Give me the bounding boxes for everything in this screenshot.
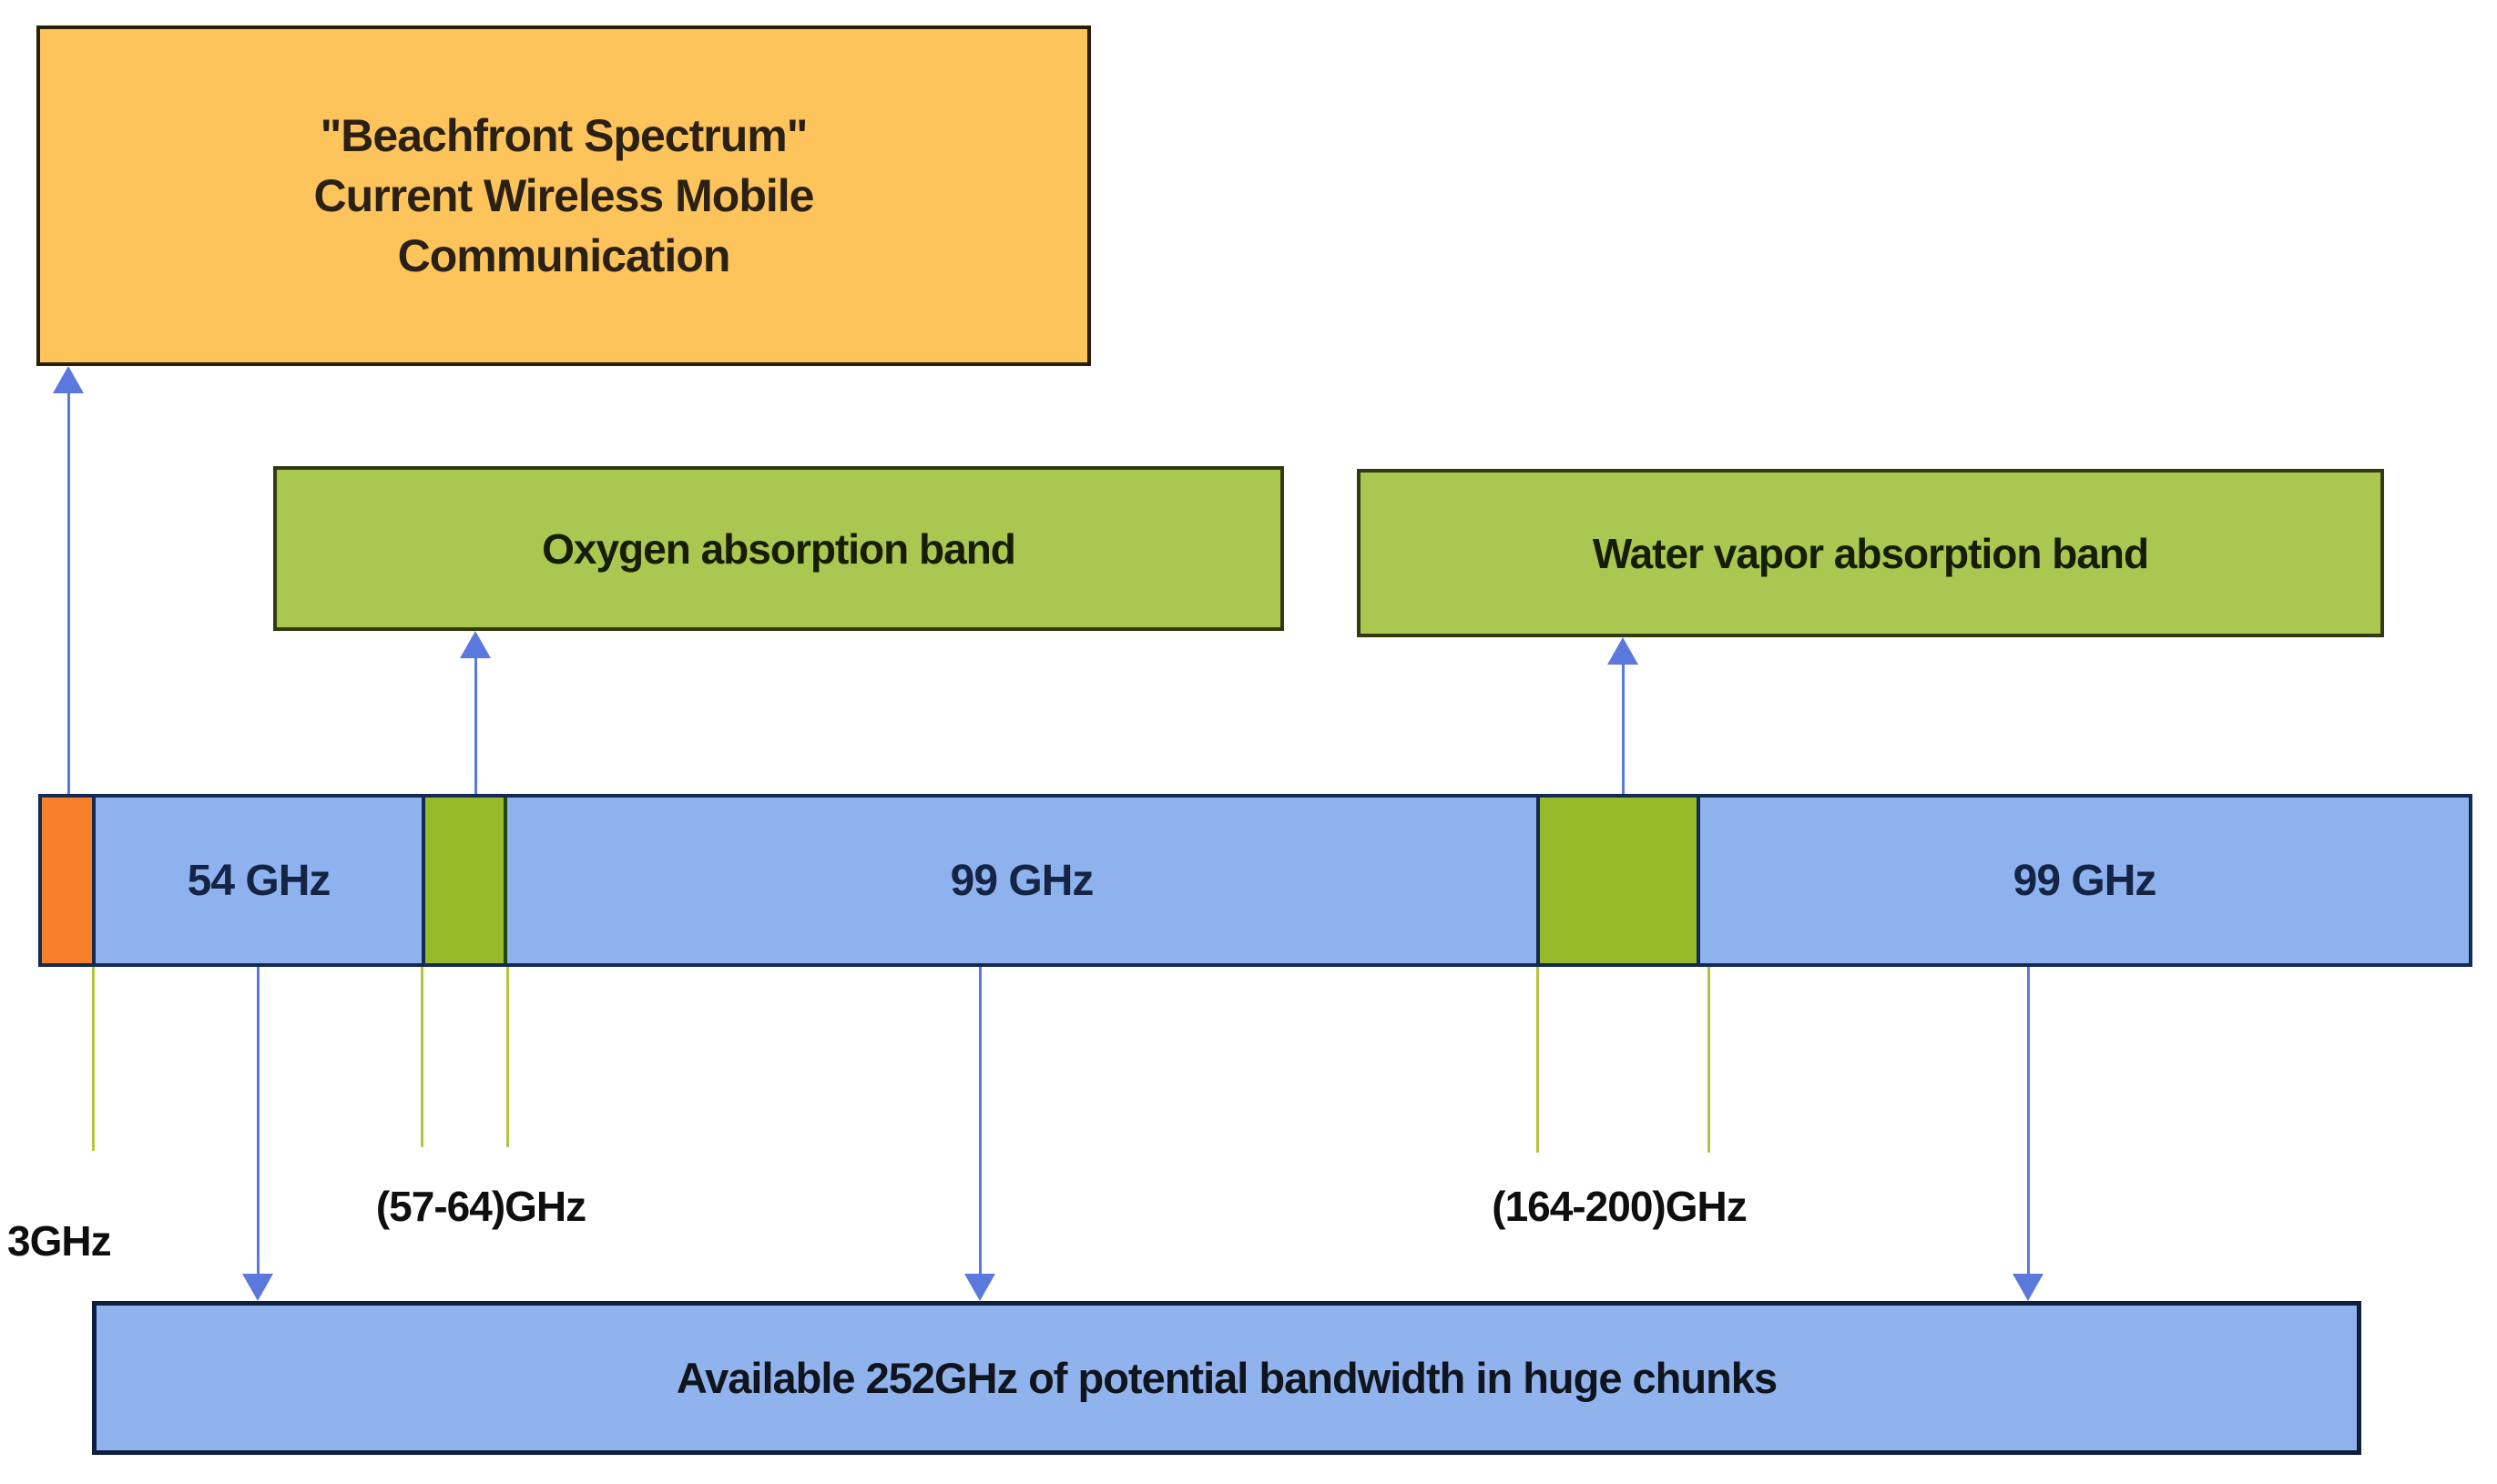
available-bandwidth-label: Available 252GHz of potential bandwidth … <box>676 1354 1778 1402</box>
tick-line-57ghz <box>421 967 423 1147</box>
tick-line-3ghz <box>92 967 95 1151</box>
spectrum-segment-water-band <box>1536 798 1700 963</box>
arrow-down-icon <box>2013 1274 2043 1301</box>
arrow-line-to-oxygen-box <box>474 652 477 794</box>
segment-label-99ghz-right: 99 GHz <box>2013 856 2157 905</box>
arrow-up-icon <box>460 631 491 658</box>
arrow-line-54ghz-down <box>257 967 260 1277</box>
water-vapor-absorption-box: Water vapor absorption band <box>1357 469 2384 637</box>
spectrum-segment-oxygen-band <box>422 798 507 963</box>
segment-label-54ghz: 54 GHz <box>187 856 331 905</box>
arrow-line-99ghz-middle-down <box>979 967 982 1277</box>
oxygen-absorption-label: Oxygen absorption band <box>542 524 1016 573</box>
beachfront-spectrum-box: "Beachfront Spectrum" Current Wireless M… <box>36 25 1091 366</box>
arrow-line-to-water-box <box>1622 658 1625 794</box>
freq-label-3ghz: 3GHz <box>7 1217 112 1265</box>
tick-line-200ghz <box>1707 967 1710 1153</box>
oxygen-absorption-box: Oxygen absorption band <box>273 466 1284 631</box>
spectrum-bar: 54 GHz 99 GHz 99 GHz <box>38 794 2472 967</box>
freq-label-164-200ghz: (164-200)GHz <box>1492 1183 1747 1230</box>
title-line-1: "Beachfront Spectrum" <box>320 110 809 161</box>
spectrum-segment-occupied <box>42 798 96 963</box>
arrow-line-99ghz-right-down <box>2027 967 2030 1277</box>
title-line-3: Communication <box>397 230 731 281</box>
arrow-up-icon <box>53 366 84 393</box>
arrow-down-icon <box>242 1274 273 1301</box>
arrow-up-icon <box>1607 637 1638 665</box>
water-vapor-absorption-label: Water vapor absorption band <box>1592 529 2149 577</box>
segment-label-99ghz-middle: 99 GHz <box>950 856 1095 905</box>
arrow-down-icon <box>964 1274 995 1301</box>
freq-label-57-64ghz: (57-64)GHz <box>375 1183 586 1230</box>
tick-line-64ghz <box>506 967 509 1147</box>
arrow-line-to-title-box <box>67 387 70 794</box>
tick-line-164ghz <box>1536 967 1539 1153</box>
available-bandwidth-box: Available 252GHz of potential bandwidth … <box>92 1301 2361 1455</box>
title-line-2: Current Wireless Mobile <box>313 170 815 221</box>
